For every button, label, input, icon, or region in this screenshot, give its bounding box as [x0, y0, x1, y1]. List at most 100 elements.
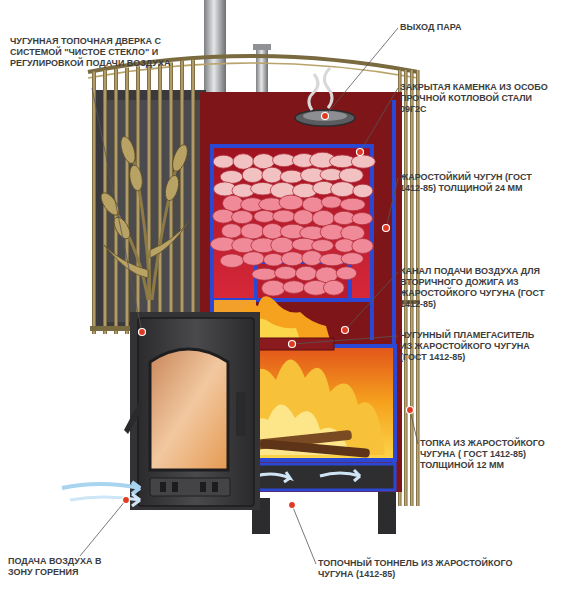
stone [242, 167, 263, 182]
air-slot [200, 482, 206, 492]
fire-door [138, 318, 254, 506]
stove-leg [378, 492, 396, 534]
stone [339, 168, 363, 183]
door-handle [124, 400, 142, 434]
stone [220, 170, 243, 183]
air-regulator [150, 478, 230, 496]
callout-dot [357, 149, 364, 156]
air-slot [212, 482, 218, 492]
blue-lining [212, 100, 394, 470]
air-arrow [70, 494, 140, 506]
stone [321, 196, 341, 208]
stone [280, 170, 303, 183]
callout-label: ТОПОЧНЫЙ ТОННЕЛЬ ИЗ ЖАРОСТОЙКОГО ЧУГУНА … [318, 558, 528, 580]
callout-dot [123, 497, 130, 504]
stone [296, 266, 317, 281]
wheat-ear [118, 135, 138, 165]
callout-label: ТОПКА ИЗ ЖАРОСТОЙКОГО ЧУГУНА ( ГОСТ 1412… [420, 438, 560, 471]
air-arrow [320, 470, 360, 481]
stone [241, 223, 264, 239]
log [260, 439, 370, 458]
leader-line [292, 505, 316, 564]
stone [242, 252, 264, 266]
stone [353, 184, 373, 197]
stone-hatch [295, 110, 355, 126]
stone [302, 251, 322, 266]
stone [341, 253, 363, 265]
wheat-ear [163, 174, 181, 202]
leader-line [386, 178, 398, 228]
callout-dot [289, 502, 296, 509]
air-slot [160, 482, 166, 492]
wheat-leaf [104, 245, 148, 278]
callout-dot [322, 113, 329, 120]
cage-bar [158, 64, 162, 334]
stone [351, 155, 375, 168]
sauna-stones [210, 152, 375, 296]
leader-line [325, 28, 398, 116]
wheat-ear [111, 215, 133, 242]
callout-label: ЧУГУННАЯ ТОПОЧНАЯ ДВЕРКА С СИСТЕМОЙ "ЧИС… [10, 36, 186, 69]
stone [271, 237, 294, 253]
stone [281, 252, 303, 266]
stone-chamber [212, 146, 372, 300]
cage-bar [191, 60, 195, 334]
callout-dot [407, 407, 414, 414]
leader-line [345, 272, 398, 330]
stone [221, 224, 241, 238]
cage-bar [125, 68, 129, 334]
steam [309, 68, 332, 110]
stone-well [256, 262, 350, 300]
stone [254, 210, 275, 222]
stone [233, 154, 253, 170]
callout-label: ЗАКРЫТАЯ КАМЕНКА ИЗ ОСОБО ПРОЧНОЙ КОТЛОВ… [400, 82, 550, 115]
stone [262, 280, 286, 296]
wheat-ear [128, 164, 144, 192]
stone [336, 267, 357, 280]
callout-dot [139, 329, 146, 336]
wheat-ear [170, 143, 191, 173]
callout-label: ЧУГУННЫЙ ПЛАМЕГАСИТЕЛЬ ИЗ ЖАРОСТОЙКОГО Ч… [400, 330, 548, 363]
stone [263, 253, 284, 266]
callout-dot [289, 341, 296, 348]
stone [312, 240, 334, 252]
leader-lines [80, 28, 418, 564]
leader-line [360, 88, 398, 152]
stone [283, 281, 305, 294]
hatch-grille [303, 111, 347, 121]
callout-label: ЖАРОСТОЙКИЙ ЧУГУН (ГОСТ 1412-85) ТОЛЩИНО… [400, 172, 540, 194]
cage-bar [92, 72, 96, 334]
wheat-ornament [98, 135, 191, 300]
stone [262, 223, 283, 239]
cage-bar [180, 61, 184, 334]
stone [262, 167, 282, 183]
pipe-collar [253, 44, 271, 50]
callout-dots [123, 113, 414, 509]
chimney-pipe [204, 0, 226, 100]
door-glass [150, 349, 228, 470]
door-hinge [236, 392, 246, 436]
stone [220, 254, 244, 268]
leader-line [92, 88, 142, 332]
callout-label: КАНАЛ ПОДАЧИ ВОЗДУХА ДЛЯ ВТОРИЧНОГО ДОЖИ… [400, 266, 550, 310]
stone [279, 195, 303, 210]
stone [273, 210, 295, 222]
callout-label: ВЫХОД ПАРА [400, 22, 550, 33]
callout-dot [383, 225, 390, 232]
leader-line [80, 500, 126, 556]
stone [352, 213, 372, 225]
stone [275, 266, 297, 279]
leader-line [410, 410, 418, 444]
stone [323, 280, 344, 295]
stone [253, 154, 275, 169]
front-plate [130, 312, 260, 510]
stone [293, 210, 313, 225]
stone [232, 210, 253, 223]
wheat-ear [98, 190, 123, 218]
stone [331, 182, 355, 197]
callout-dot [342, 327, 349, 334]
wheat-leaf [150, 220, 190, 258]
stone [213, 155, 234, 168]
